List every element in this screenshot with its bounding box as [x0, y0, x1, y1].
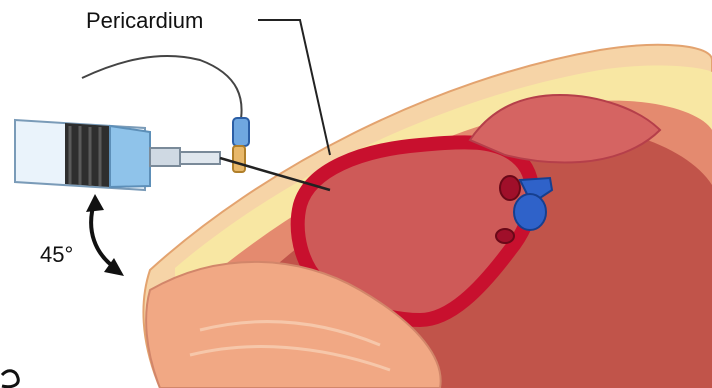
- catheter-hub: [233, 118, 249, 146]
- angle-label: 45°: [40, 242, 73, 267]
- catheter-tube: [82, 56, 242, 125]
- syringe-grip: [65, 123, 110, 187]
- arrowhead-top: [86, 194, 104, 212]
- artery-upper: [500, 176, 520, 200]
- catheter-tip: [233, 146, 245, 172]
- pericardium-leader-line: [258, 20, 330, 155]
- vein-lower: [514, 194, 546, 230]
- pericardium-label: Pericardium: [86, 8, 203, 33]
- cropped-glyph: [2, 371, 18, 387]
- artery-lower: [496, 229, 514, 243]
- syringe-connector: [150, 148, 180, 166]
- syringe-hub: [110, 126, 150, 187]
- syringe-adapter: [180, 152, 220, 164]
